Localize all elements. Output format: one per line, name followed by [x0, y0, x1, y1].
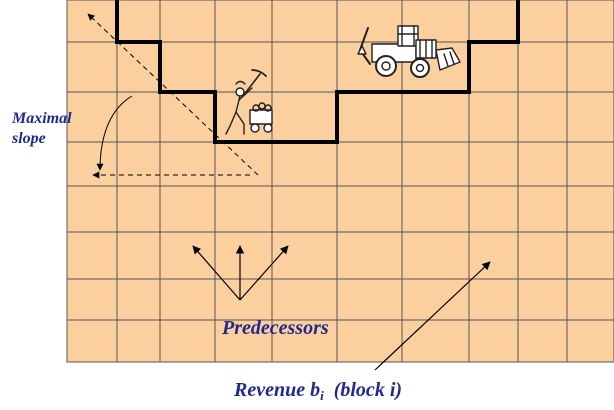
- maximal-slope-label: Maximal slope: [12, 109, 72, 149]
- maximal-slope-label-line2: slope: [12, 130, 46, 147]
- slope-angle-arc: [96, 95, 133, 171]
- block-grid: [66, 0, 614, 363]
- slope-dashed-line: [87, 13, 259, 176]
- revenue-label-suffix: (block i): [333, 379, 403, 401]
- maximal-slope-label-line1: Maximal: [12, 110, 72, 127]
- miner-with-pickaxe-icon: [225, 69, 273, 135]
- predecessors-label: Predecessors: [222, 317, 329, 339]
- revenue-label: Revenue bi (block i): [234, 378, 402, 408]
- excavator-icon: [357, 25, 461, 78]
- revenue-label-prefix: Revenue b: [234, 379, 321, 401]
- revenue-label-subscript: i: [320, 388, 324, 403]
- predecessor-arrows: [192, 245, 289, 301]
- pit-outline: [115, 0, 520, 144]
- revenue-pointer-arrow: [374, 261, 491, 371]
